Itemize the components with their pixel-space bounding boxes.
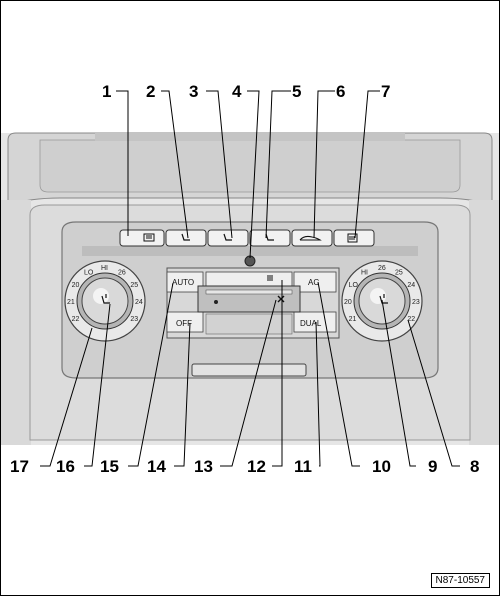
ac-label: AC — [308, 278, 319, 287]
left-dial-scale: 22 21 20 LO HI 26 25 24 23 — [67, 265, 143, 323]
storage-slot — [191, 363, 307, 377]
dial-scale-label: 24 — [135, 299, 143, 306]
callout-6: 6 — [336, 82, 345, 101]
dial-scale-label: 22 — [407, 316, 415, 323]
recirculation-icon — [299, 235, 322, 241]
windshield-defrost-icon — [347, 233, 358, 243]
dial-scale-label: HI — [361, 270, 368, 277]
callout-8: 8 — [470, 457, 479, 476]
dial-scale-label: 25 — [130, 282, 138, 289]
dial-scale-label: 26 — [378, 265, 386, 272]
dial-scale-label: 22 — [72, 316, 80, 323]
dual-label: DUAL — [300, 319, 322, 328]
dial-scale-label: HI — [101, 265, 108, 272]
dual-button[interactable] — [293, 311, 337, 333]
dial-scale-label: 24 — [407, 282, 415, 289]
top-callouts: 1 2 3 4 5 6 7 — [102, 82, 390, 101]
off-label: OFF — [176, 319, 192, 328]
dashboard-surround — [1, 132, 499, 445]
callout-17: 17 — [10, 457, 29, 476]
auto-button[interactable] — [166, 271, 204, 293]
callout-1: 1 — [102, 82, 111, 101]
seat-heat-left-button[interactable] — [165, 229, 207, 247]
callout-12: 12 — [247, 457, 266, 476]
dial-scale-label: 23 — [412, 299, 420, 306]
off-button[interactable] — [166, 311, 204, 333]
callout-11: 11 — [294, 457, 312, 476]
dial-scale-label: 23 — [130, 316, 138, 323]
callout-15: 15 — [100, 457, 119, 476]
callout-7: 7 — [381, 82, 390, 101]
callout-5: 5 — [292, 82, 301, 101]
callout-14: 14 — [147, 457, 166, 476]
rear-defrost-button[interactable] — [119, 229, 165, 247]
recirculation-button[interactable] — [291, 229, 333, 247]
dial-scale-label: LO — [349, 282, 359, 289]
seat-heat-icon — [101, 294, 110, 304]
auto-label: AUTO — [172, 278, 194, 287]
dial-scale-label: 20 — [72, 282, 80, 289]
fan-icon — [277, 295, 285, 303]
callout-4: 4 — [232, 82, 242, 101]
dial-scale-label: 26 — [118, 270, 126, 277]
figure-reference: N87-10557 — [430, 573, 490, 588]
leader-lines — [40, 90, 460, 467]
dial-scale-label: LO — [84, 270, 94, 277]
dial-scale-label: 21 — [349, 316, 357, 323]
top-button-row — [119, 229, 375, 247]
dial-scale-label: 21 — [67, 299, 75, 306]
center-section: AUTO OFF AC DUAL — [166, 267, 340, 339]
left-temperature-dial[interactable] — [64, 260, 146, 342]
callout-16: 16 — [56, 457, 75, 476]
dial-scale-label: 20 — [344, 299, 352, 306]
callout-10: 10 — [372, 457, 391, 476]
callout-2: 2 — [146, 82, 155, 101]
air-distribution-button[interactable] — [205, 271, 293, 287]
callout-9: 9 — [428, 457, 437, 476]
seat-icon — [181, 233, 274, 241]
seat-heat-left-2-button[interactable] — [207, 229, 249, 247]
dial-scale-label: 25 — [395, 270, 403, 277]
defrost-icon — [267, 275, 273, 281]
rear-window-heat-icon — [143, 233, 155, 242]
seat-heat-right-button[interactable] — [249, 229, 291, 247]
ac-button[interactable] — [293, 271, 337, 293]
callout-3: 3 — [189, 82, 198, 101]
callout-13: 13 — [194, 457, 213, 476]
bottom-callouts: 17 16 15 14 13 12 11 10 9 8 — [10, 457, 479, 476]
